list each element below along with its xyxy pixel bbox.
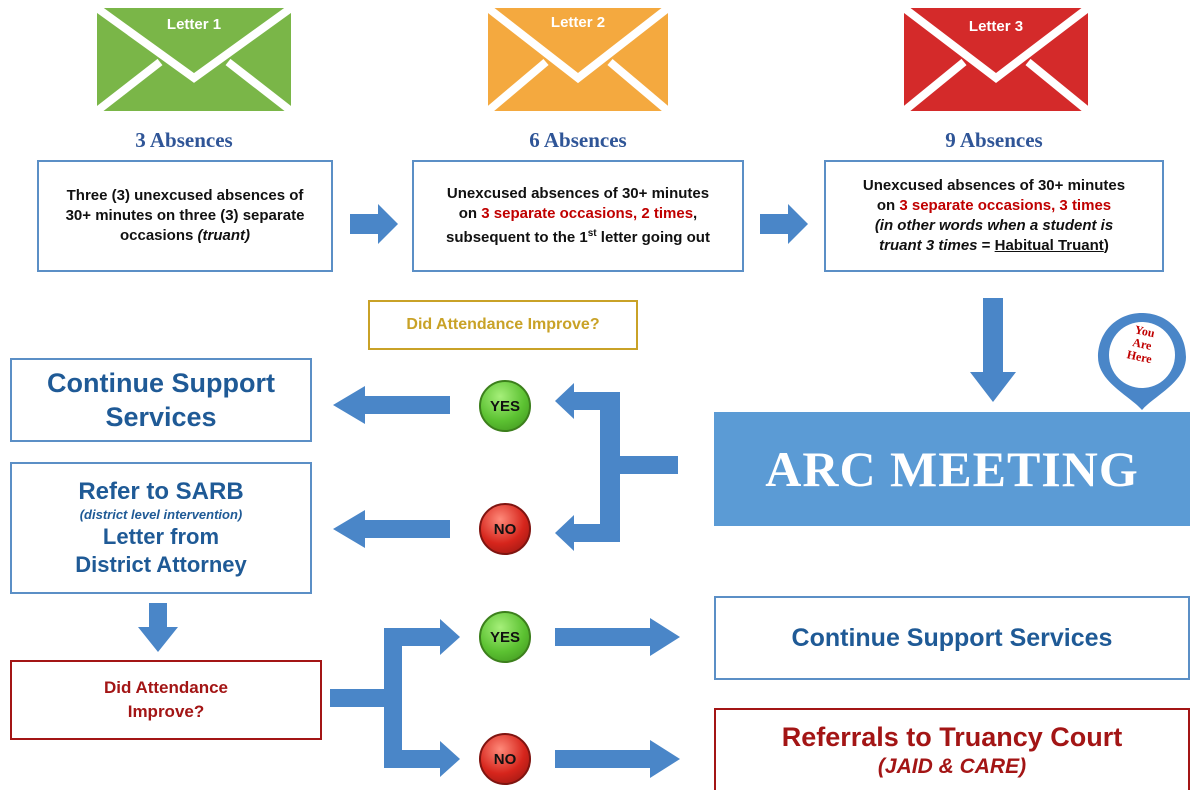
- you-are-here-pin-icon: [1098, 313, 1186, 410]
- box2-line3-post: letter going out: [596, 229, 710, 246]
- yes-circle-bottom: YES: [479, 611, 531, 663]
- box3-line2-red: 3 separate occasions, 3 times: [899, 197, 1112, 214]
- sarb-line4: District Attorney: [75, 552, 247, 577]
- box3-line4-pre: truant 3 times: [879, 237, 978, 254]
- continue-support-left-line1: Continue Support: [47, 368, 275, 398]
- letter-2-label: Letter 2: [550, 14, 606, 31]
- box1-line3: occasions: [119, 227, 198, 244]
- box3-habitual-truant: Habitual Truant: [994, 237, 1104, 254]
- arrow-right-icon-1: [350, 204, 398, 244]
- continue-support-left-line2: Services: [105, 402, 217, 432]
- question-attendance-top: Did Attendance Improve?: [368, 300, 638, 350]
- arrow-right-icon-no: [555, 740, 680, 778]
- arrow-right-icon-yes: [555, 618, 680, 656]
- box2-line2-pre: on: [458, 205, 482, 222]
- box2-line3-pre: subsequent to the 1: [446, 229, 588, 246]
- continue-support-box-right: Continue Support Services: [714, 596, 1190, 680]
- letter-2-criteria-box: Unexcused absences of 30+ minutes on 3 s…: [412, 160, 744, 272]
- box1-line2: 30+ minutes on three (3) separate: [65, 207, 305, 224]
- question-attendance-bottom: Did Attendance Improve?: [10, 660, 322, 740]
- truancy-court-box: Referrals to Truancy Court (JAID & CARE): [714, 708, 1190, 790]
- no-circle-top: NO: [479, 503, 531, 555]
- arrow-right-icon-2: [760, 204, 808, 244]
- sarb-line3: Letter from: [102, 524, 220, 549]
- truancy-line2: (JAID & CARE): [877, 755, 1027, 778]
- yes-circle-top: YES: [479, 380, 531, 432]
- absences-heading-3: 9 Absences: [945, 128, 1043, 152]
- box3-line1: Unexcused absences of 30+ minutes: [862, 177, 1126, 194]
- continue-support-box-left: Continue Support Services: [10, 358, 312, 442]
- arrow-left-icon-no: [333, 510, 450, 548]
- envelope-icon-3: [901, 4, 1091, 115]
- arrow-down-icon-sarb: [138, 603, 178, 652]
- sarb-line2: (district level intervention): [79, 507, 243, 522]
- box1-line1: Three (3) unexcused absences of: [66, 187, 304, 204]
- box3-line2-pre: on: [876, 197, 900, 214]
- refer-to-sarb-box: Refer to SARB (district level interventi…: [10, 462, 312, 594]
- truancy-line1: Referrals to Truancy Court: [781, 722, 1123, 752]
- bracket-arrow-top: [555, 383, 678, 551]
- letter-1-label: Letter 1: [166, 16, 222, 33]
- letter-1-criteria-box: Three (3) unexcused absences of 30+ minu…: [37, 160, 333, 272]
- bracket-arrow-bottom: [330, 619, 460, 777]
- arrow-left-icon-yes: [333, 386, 450, 424]
- envelope-icon-2: [485, 4, 671, 115]
- no-circle-bottom: NO: [479, 733, 531, 785]
- box3-line4-post: ): [1103, 237, 1109, 254]
- box3-line4-mid: =: [977, 237, 995, 254]
- sarb-line1: Refer to SARB: [78, 478, 244, 505]
- absences-heading-2: 6 Absences: [529, 128, 627, 152]
- box2-line2-post: ,: [693, 205, 698, 222]
- absences-heading-1: 3 Absences: [135, 128, 233, 152]
- arc-meeting-block: ARC MEETING: [714, 412, 1190, 526]
- letter-3-label: Letter 3: [968, 18, 1024, 35]
- box2-line3-sup: st: [587, 228, 597, 239]
- arrow-down-icon-arc: [970, 298, 1016, 402]
- box2-line1: Unexcused absences of 30+ minutes: [446, 185, 710, 202]
- letter-3-criteria-box: Unexcused absences of 30+ minutes on 3 s…: [824, 160, 1164, 272]
- question-bottom-line1: Did Attendance: [103, 678, 229, 697]
- box1-truant: (truant): [197, 227, 251, 244]
- question-bottom-line2: Improve?: [127, 702, 205, 721]
- box3-line3: (in other words when a student is: [874, 217, 1114, 234]
- envelope-icon-1: [94, 4, 294, 115]
- box2-line2-red: 3 separate occasions, 2 times: [481, 205, 694, 222]
